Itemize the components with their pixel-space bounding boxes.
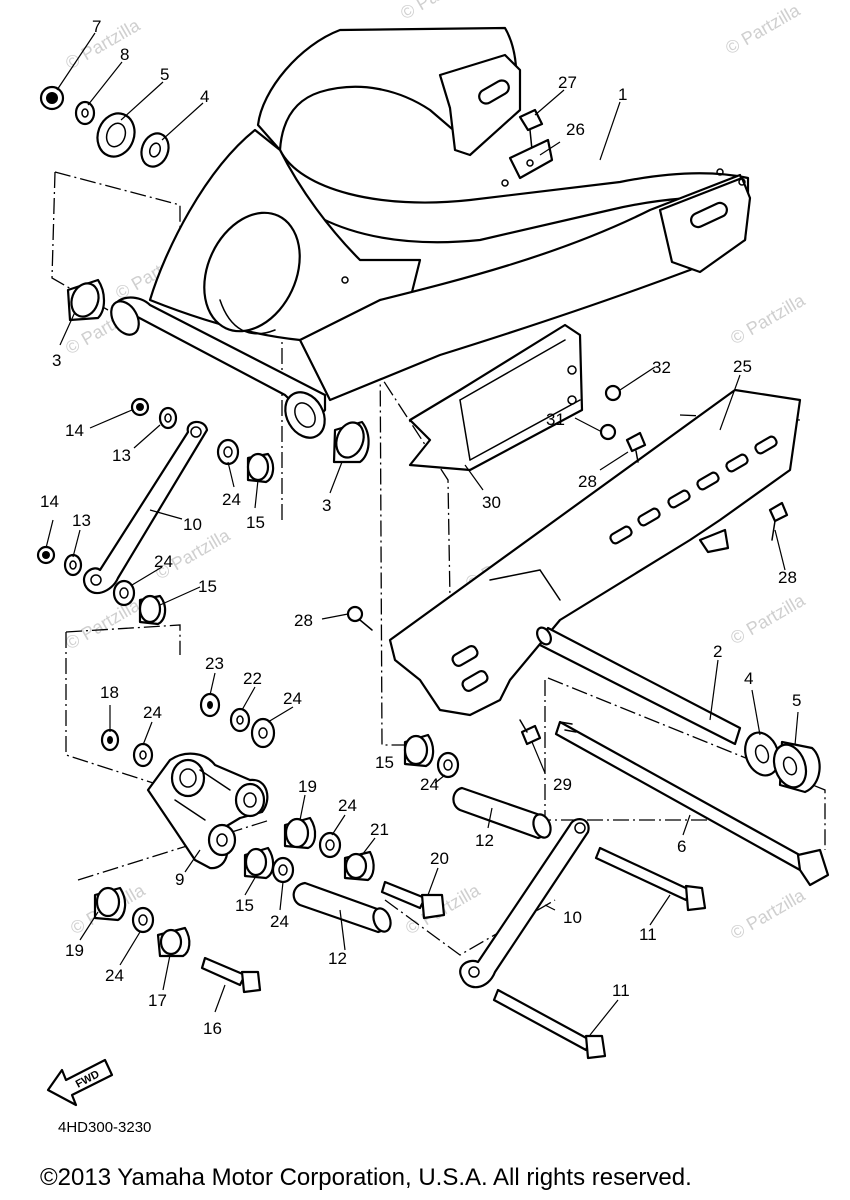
callout-label: 27 (558, 73, 577, 92)
callout-label: 11 (612, 981, 630, 1000)
callout-label: 24 (222, 490, 241, 509)
callout-label: 25 (733, 357, 752, 376)
reference-code: 4HD300-3230 (58, 1119, 151, 1136)
callout-label: 13 (72, 511, 91, 530)
callout-label: 5 (792, 691, 801, 710)
callout-label: 24 (338, 796, 357, 815)
callout-label: 12 (328, 949, 347, 968)
callout-label: 24 (270, 912, 289, 931)
chain-guard (388, 388, 802, 717)
callout-label: 14 (40, 492, 59, 511)
callout-label: 20 (430, 849, 449, 868)
watermark: © Partzilla (62, 595, 144, 654)
watermark: © Partzilla (727, 590, 809, 649)
watermark: © Partzilla (397, 0, 479, 23)
swingarm-frame (110, 26, 752, 439)
axle-bolt-6 (554, 720, 830, 887)
pivot-hardware-top (39, 85, 170, 322)
callout-label: 4 (744, 669, 753, 688)
callout-label: 19 (298, 777, 317, 796)
callout-label: 28 (778, 568, 797, 587)
callout-label: 6 (677, 837, 686, 856)
callout-label: 21 (370, 820, 389, 839)
callout-label: 15 (246, 513, 265, 532)
callout-label: 24 (143, 703, 162, 722)
callout-label: 8 (120, 45, 129, 64)
callout-label: 26 (566, 120, 585, 139)
link-hardware-upper (36, 397, 275, 626)
callout-label: 24 (420, 775, 439, 794)
collars-12-and-bearings (292, 733, 552, 934)
axle-collars (744, 731, 821, 794)
callout-label: 1 (618, 85, 627, 104)
callout-label: 15 (198, 577, 217, 596)
callout-label: 32 (652, 358, 671, 377)
connecting-rod-lower (459, 818, 590, 989)
callout-label: 14 (65, 421, 84, 440)
guard-slots (451, 435, 778, 692)
copyright-notice: ©2013 Yamaha Motor Corporation, U.S.A. A… (40, 1164, 692, 1191)
callout-label: 10 (183, 515, 202, 534)
callout-label: 11 (639, 925, 657, 944)
callout-label: 31 (546, 410, 565, 429)
axle-shaft-2 (536, 626, 742, 746)
leader-lines (45, 32, 799, 1036)
callout-label: 10 (563, 908, 582, 927)
callout-label: 5 (160, 65, 169, 84)
small-fasteners (346, 108, 789, 746)
callout-label: 19 (65, 941, 84, 960)
callout-label: 30 (482, 493, 501, 512)
callout-label: 15 (375, 753, 394, 772)
callout-label: 7 (92, 17, 101, 36)
callout-label: 4 (200, 87, 209, 106)
relay-arm (146, 752, 269, 870)
callout-label: 22 (243, 669, 262, 688)
callout-label: 3 (52, 351, 61, 370)
watermark: © Partzilla (727, 885, 809, 944)
callout-label: 2 (713, 642, 722, 661)
callout-label: 23 (205, 654, 224, 673)
connecting-rod-upper (82, 420, 209, 595)
callout-label: 24 (154, 552, 173, 571)
relay-hardware (93, 692, 446, 994)
callout-label: 24 (105, 966, 124, 985)
forward-arrow-icon: FWD (46, 1058, 114, 1107)
callout-label: 3 (322, 496, 331, 515)
callout-label: 18 (100, 683, 119, 702)
callout-label: 9 (175, 870, 184, 889)
callout-numbers: 7 8 5 4 27 1 26 3 32 25 14 13 31 28 24 1… (40, 17, 801, 1038)
callout-label: 16 (203, 1019, 222, 1038)
callout-label: 13 (112, 446, 131, 465)
bearing-3-right (332, 420, 370, 464)
bolts-11 (492, 846, 707, 1060)
callout-label: 24 (283, 689, 302, 708)
callout-label: 28 (294, 611, 313, 630)
watermark: © Partzilla (727, 290, 809, 349)
watermark: © Partzilla (722, 0, 804, 58)
callout-label: 12 (475, 831, 494, 850)
chain-guide (408, 323, 584, 472)
callout-label: 17 (148, 991, 167, 1010)
callout-label: 29 (553, 775, 572, 794)
callout-label: 28 (578, 472, 597, 491)
callout-label: 15 (235, 896, 254, 915)
